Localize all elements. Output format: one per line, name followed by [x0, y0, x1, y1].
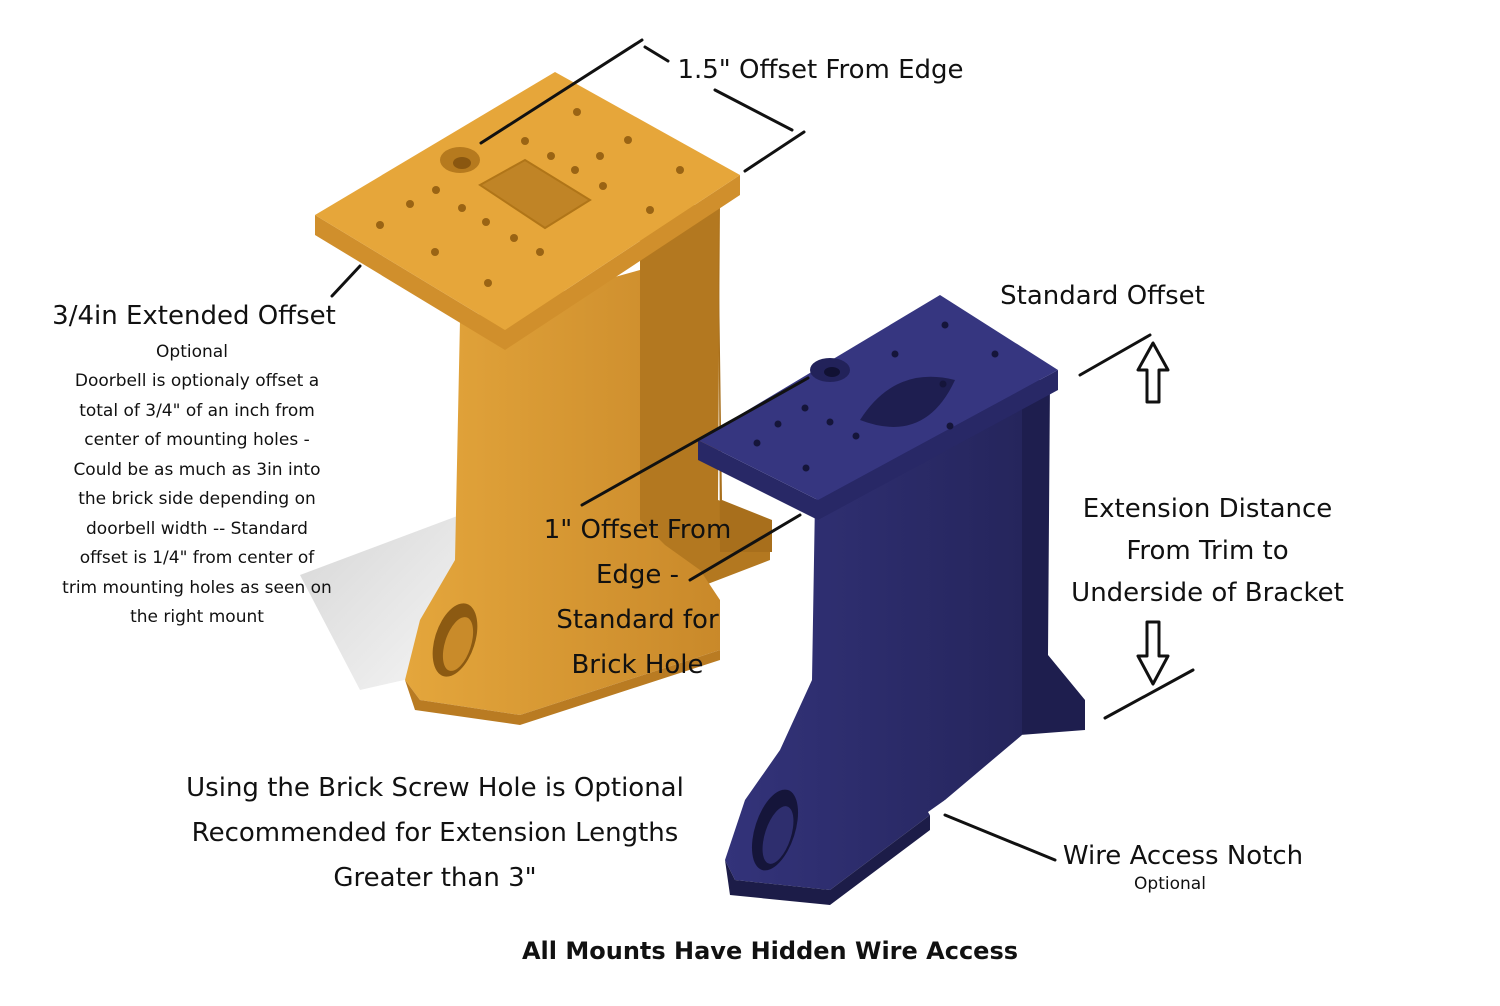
- note-line: Could be as much as 3in into: [73, 459, 321, 480]
- down-arrow-icon: [1136, 620, 1170, 686]
- extension-distance-line: Underside of Bracket: [1071, 578, 1344, 608]
- extended-offset-optional: Optional: [156, 342, 228, 362]
- note-line: doorbell width -- Standard: [86, 518, 308, 539]
- footer-caption: All Mounts Have Hidden Wire Access: [521, 937, 1019, 965]
- extension-distance-line: From Trim to: [1126, 536, 1289, 566]
- brick-screw-line: Recommended for Extension Lengths: [191, 818, 679, 848]
- note-line: center of mounting holes -: [84, 430, 310, 450]
- edge-offset-label: 1" Offset From Edge - Standard for Brick…: [530, 508, 745, 688]
- note-line: offset is 1/4" from center of: [79, 548, 315, 568]
- brick-screw-line: Using the Brick Screw Hole is Optional: [186, 773, 684, 803]
- leader-lines: [330, 38, 1195, 862]
- edge-offset-line: Edge -: [595, 560, 680, 590]
- edge-offset-line: Brick Hole: [571, 650, 704, 680]
- note-line: total of 3/4" of an inch from: [79, 400, 315, 421]
- brick-screw-line: Greater than 3": [333, 863, 537, 893]
- edge-offset-line: Standard for: [556, 605, 719, 635]
- extension-distance-line: Extension Distance: [1082, 494, 1333, 524]
- note-line: trim mounting holes as seen on: [62, 577, 332, 598]
- standard-offset-label: Standard Offset: [1000, 281, 1205, 311]
- brick-screw-hole-label: Using the Brick Screw Hole is Optional R…: [170, 766, 700, 901]
- note-line: the right mount: [130, 607, 264, 627]
- extended-offset-title: 3/4in Extended Offset: [52, 301, 336, 331]
- note-line: the brick side depending on: [78, 489, 316, 509]
- edge-offset-line: 1" Offset From: [543, 515, 732, 545]
- up-arrow-icon: [1136, 341, 1170, 404]
- top-offset-label: 1.5" Offset From Edge: [677, 55, 964, 85]
- extension-distance-label: Extension Distance From Trim to Undersid…: [1055, 488, 1360, 614]
- wire-notch-label: Wire Access Notch: [1062, 841, 1304, 871]
- note-line: Doorbell is optionaly offset a: [74, 371, 320, 391]
- extended-offset-note: Doorbell is optionaly offset a total of …: [52, 367, 342, 633]
- right-mount-standard: [698, 295, 1085, 905]
- left-mount-extended: [315, 72, 772, 725]
- wire-notch-optional: Optional: [1134, 874, 1206, 894]
